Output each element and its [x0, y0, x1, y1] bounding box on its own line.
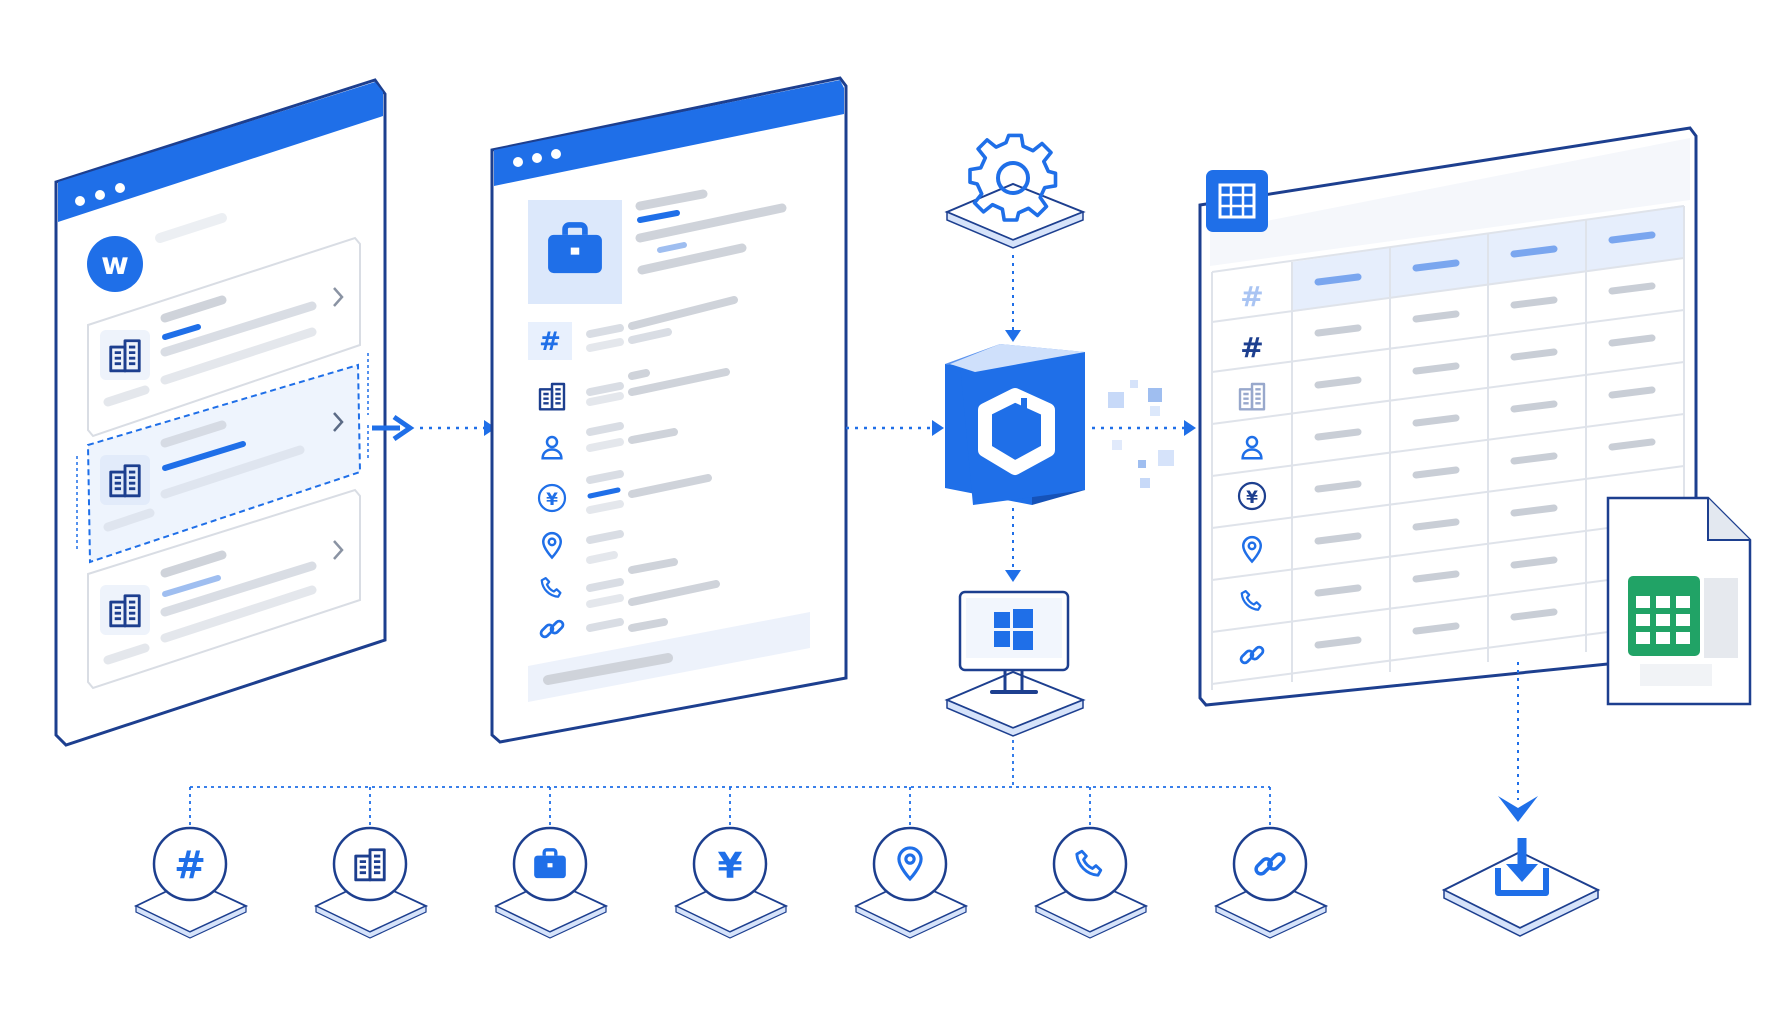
window-control-dot: [513, 157, 523, 167]
chevron-right-icon: [333, 412, 344, 432]
spreadsheet-file-icon: [1606, 496, 1752, 706]
data-stream: [1092, 380, 1196, 488]
settings-node: [944, 133, 1086, 249]
window-control-dot: [551, 149, 561, 159]
field-node-website: [1213, 826, 1329, 939]
field-row-contact-person: [541, 422, 678, 460]
brand-logo: w: [87, 236, 143, 292]
window-control-dot: [95, 190, 105, 200]
source-list-window: w: [54, 78, 387, 747]
spreadsheet-cells: [1314, 282, 1656, 649]
field-row-address: [542, 530, 678, 574]
field-row-registration-number: #: [528, 296, 738, 360]
spreadsheet-window: # # ¥: [1198, 126, 1698, 707]
table-icon: [1206, 170, 1268, 232]
field-node-registration-number: #: [133, 826, 249, 939]
flow-arrow: [846, 420, 944, 436]
field-row-website: [538, 618, 668, 640]
download-button[interactable]: [1441, 838, 1601, 937]
window-control-dot: [75, 196, 85, 206]
company-detail-window: # ¥: [490, 76, 848, 744]
hash-icon: #: [1240, 331, 1263, 364]
field-node-company: [313, 826, 429, 939]
yen-icon: ¥: [546, 490, 558, 510]
chevron-right-icon: [333, 287, 344, 307]
chevron-right-icon: [333, 540, 344, 560]
yen-icon: ¥: [717, 846, 742, 887]
field-node-capital: ¥: [673, 826, 789, 939]
spreadsheet-grid: [1211, 205, 1685, 690]
window-title-bar: [58, 82, 383, 222]
window-control-dot: [532, 153, 542, 163]
download-icon: [1495, 838, 1549, 896]
svg-text:w: w: [101, 247, 129, 282]
field-node-phone: [1033, 826, 1149, 939]
hash-icon: #: [1240, 280, 1263, 313]
field-node-industry: [493, 826, 609, 939]
app-cube-icon: [945, 344, 1085, 505]
company-list-card-selected[interactable]: [76, 353, 369, 564]
hash-icon: #: [539, 327, 561, 357]
field-row-company: [538, 368, 730, 411]
window-control-dot: [115, 183, 125, 193]
yen-icon: ¥: [1246, 488, 1258, 508]
company-list-card[interactable]: [87, 488, 361, 690]
hash-icon: #: [174, 843, 206, 887]
field-row-phone: [540, 576, 720, 608]
field-node-address: [853, 826, 969, 939]
flow-arrow: [372, 414, 496, 442]
field-connector-tree: [189, 740, 1271, 830]
field-row-capital: ¥: [537, 470, 712, 514]
windows-monitor-icon: [944, 590, 1086, 737]
gear-icon: [968, 133, 1058, 222]
sheet-grid-icon: [1628, 576, 1700, 656]
company-list-card[interactable]: [87, 236, 361, 438]
window-title-bar: [494, 80, 844, 186]
